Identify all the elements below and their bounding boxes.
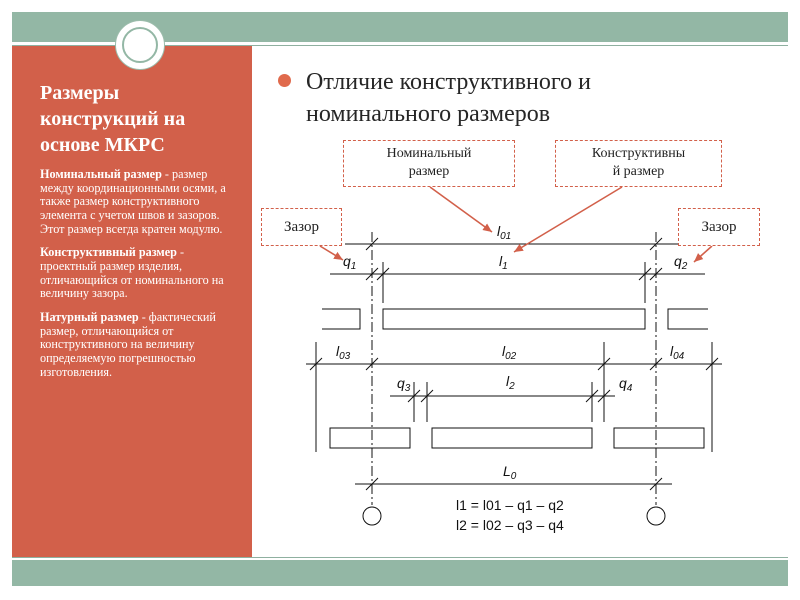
text-structural: - проектный размер изделия, отличающийся… bbox=[40, 245, 224, 301]
label-q4: q4 bbox=[619, 375, 633, 394]
tick bbox=[365, 267, 379, 281]
tick bbox=[365, 477, 379, 491]
callout-nominal-line-2: размер bbox=[408, 164, 450, 179]
callout-nominal-line-1: Номинальный bbox=[386, 146, 472, 161]
tick bbox=[649, 477, 663, 491]
label-l1: l1 bbox=[499, 253, 508, 272]
callout-structural-size: Конструктивны й размер bbox=[555, 140, 722, 187]
label-q2: q2 bbox=[674, 253, 688, 272]
tick bbox=[597, 357, 611, 371]
label-l02: l02 bbox=[502, 343, 517, 362]
formula-l2: l2 = l02 – q3 – q4 bbox=[456, 517, 564, 533]
label-l03: l03 bbox=[336, 343, 351, 362]
tick bbox=[649, 267, 663, 281]
callout-structural-line-1: Конструктивны bbox=[591, 146, 686, 161]
heading-line-2: номинального размеров bbox=[306, 101, 551, 127]
text-nominal: - размер между координационными осями, а… bbox=[40, 167, 226, 236]
tick bbox=[365, 357, 379, 371]
tick bbox=[420, 389, 434, 403]
arrow-nominal bbox=[429, 186, 493, 233]
panel-right-stub bbox=[667, 308, 708, 330]
panel-left bbox=[329, 427, 411, 449]
definition-nominal: Номинальный размер - размер между коорди… bbox=[40, 167, 236, 236]
axis-marker-left bbox=[362, 506, 382, 526]
callout-structural-line-2: й размер bbox=[612, 164, 665, 179]
term-structural: Конструктивный размер bbox=[40, 245, 177, 260]
term-actual: Натурный размер bbox=[40, 309, 139, 324]
tick bbox=[365, 237, 379, 251]
label-l01: l01 bbox=[497, 223, 511, 242]
formula-l1: l1 = l01 – q1 – q2 bbox=[456, 497, 564, 513]
bottom-frame-bar bbox=[12, 560, 788, 586]
tick bbox=[585, 389, 599, 403]
label-l04: l04 bbox=[670, 343, 685, 362]
label-L0: L0 bbox=[503, 463, 517, 482]
tick bbox=[407, 389, 421, 403]
panel-left-stub bbox=[322, 308, 361, 330]
callout-gap-left: Зазор bbox=[261, 208, 342, 246]
tick bbox=[649, 237, 663, 251]
definition-actual: Натурный размер - фактический размер, от… bbox=[40, 309, 236, 379]
tick bbox=[705, 357, 719, 371]
tick bbox=[638, 267, 652, 281]
sidebar-panel: Размеры конструкций на основе МКРС Номин… bbox=[12, 46, 252, 557]
definition-structural: Конструктивный размер - проектный размер… bbox=[40, 245, 236, 301]
axis-marker-right bbox=[646, 506, 666, 526]
callout-gap-right: Зазор bbox=[678, 208, 760, 246]
bottom-rule bbox=[12, 557, 788, 558]
tick bbox=[649, 357, 663, 371]
panel-center bbox=[431, 427, 593, 449]
arrow-structural bbox=[513, 186, 623, 253]
panel-right bbox=[613, 427, 705, 449]
bullet-icon bbox=[278, 74, 291, 87]
sidebar-title: Размеры конструкций на основе МКРС bbox=[40, 82, 186, 156]
callout-nominal-size: Номинальный размер bbox=[343, 140, 515, 187]
tick bbox=[376, 267, 390, 281]
panel-middle bbox=[382, 308, 646, 330]
label-l2: l2 bbox=[506, 373, 515, 392]
label-q3: q3 bbox=[397, 375, 411, 394]
top-rule bbox=[12, 45, 788, 46]
slide-medallion-icon bbox=[115, 20, 165, 70]
term-nominal: Номинальный размер bbox=[40, 167, 162, 181]
text-actual: - фактический размер, отличающийся от ко… bbox=[40, 309, 216, 379]
label-q1: q1 bbox=[343, 253, 356, 272]
medallion-ring bbox=[122, 27, 158, 63]
tick bbox=[309, 357, 323, 371]
slide-heading: Отличие конструктивного и номинального р… bbox=[282, 66, 742, 130]
tick bbox=[597, 389, 611, 403]
arrow-gap-left bbox=[319, 245, 344, 261]
arrow-gap-right bbox=[693, 245, 713, 263]
heading-line-1: Отличие конструктивного и bbox=[306, 69, 591, 95]
